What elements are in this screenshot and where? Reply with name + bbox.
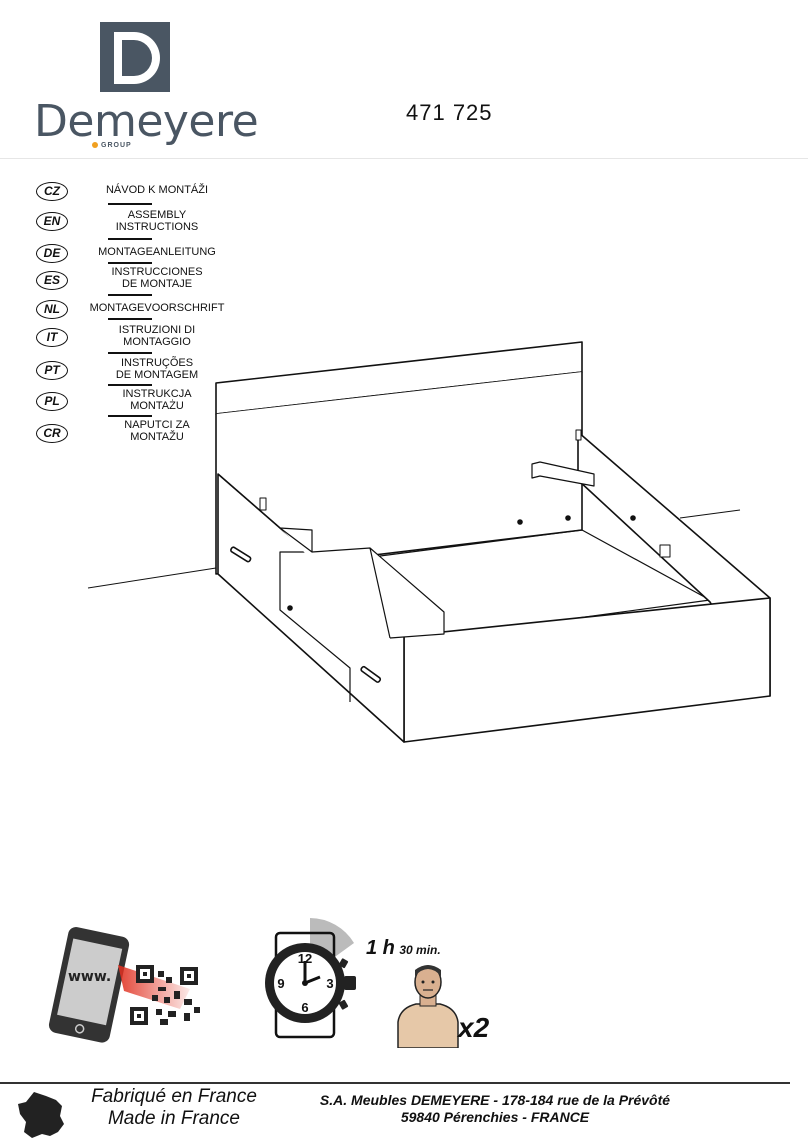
language-title: MONTAGEANLEITUNG	[98, 246, 216, 258]
language-badge: CR	[36, 424, 68, 443]
language-separator	[108, 294, 152, 296]
language-badge: CZ	[36, 182, 68, 201]
company-address: S.A. Meubles DEMEYERE - 178-184 rue de l…	[280, 1092, 710, 1126]
language-title: INSTRUKCJA MONTAŻU	[122, 388, 192, 412]
language-badge: ES	[36, 271, 68, 290]
language-badge: EN	[36, 212, 68, 231]
language-row-pt: PT INSTRUÇÕES DE MONTAGEM	[36, 357, 236, 383]
language-row-pl: PL INSTRUKCJA MONTAŻU	[36, 388, 236, 414]
brand-sub-label: GROUP	[101, 142, 132, 149]
language-badge: PT	[36, 361, 68, 380]
language-row-de: DE MONTAGEANLEITUNG	[36, 242, 236, 268]
header-divider	[0, 158, 808, 159]
bed-illustration	[87, 341, 771, 743]
language-badge: DE	[36, 244, 68, 263]
address-line-2: 59840 Pérenchies - FRANCE	[400, 1109, 590, 1125]
language-separator	[108, 238, 152, 240]
made-in-france-en: Made in France	[107, 1108, 240, 1129]
language-separator	[108, 318, 152, 320]
watch-number-9: 9	[277, 976, 284, 991]
demeyere-logo-mark	[100, 22, 170, 92]
made-in-france-fr: Fabriqué en France	[91, 1086, 257, 1107]
made-in-label: Fabriqué en France Made in France	[74, 1086, 274, 1130]
person-icon	[397, 965, 459, 1048]
language-row-en: EN ASSEMBLY INSTRUCTIONS	[36, 209, 236, 235]
watch-number-3: 3	[326, 976, 333, 991]
language-title: INSTRUÇÕES DE MONTAGEM	[115, 357, 199, 381]
watch-number-6: 6	[301, 1000, 308, 1015]
brand-dot-icon	[92, 142, 98, 149]
footer-divider	[0, 1082, 790, 1084]
language-row-cz: CZ NÁVOD K MONTÁŽI	[36, 180, 236, 206]
language-row-cr: CR NAPUTCI ZA MONTAŽU	[36, 419, 236, 445]
assembly-time: 1 h 30 min.	[366, 937, 441, 960]
france-map-icon	[18, 1092, 64, 1138]
product-reference: 471 725	[406, 100, 493, 125]
time-minutes: 30 min.	[399, 943, 441, 957]
language-separator	[108, 384, 152, 386]
brand-subtitle: GROUP	[92, 142, 132, 149]
language-separator	[108, 352, 152, 354]
language-separator	[108, 262, 152, 264]
language-badge: IT	[36, 328, 68, 347]
watch-number-12: 12	[298, 951, 312, 966]
language-title: ISTRUZIONI DI MONTAGGIO	[118, 324, 196, 348]
language-separator	[108, 415, 152, 417]
brand-name: Demeyere	[34, 96, 259, 147]
language-title: MONTAGEVOORSCHRIFT	[89, 302, 225, 314]
language-title: NAPUTCI ZA MONTAŽU	[124, 419, 190, 443]
language-separator	[108, 203, 152, 205]
language-badge: PL	[36, 392, 68, 411]
language-row-it: IT ISTRUZIONI DI MONTAGGIO	[36, 324, 236, 350]
time-hours: 1 h	[366, 937, 395, 959]
phone-www-text: www.	[68, 969, 111, 985]
language-row-es: ES INSTRUCCIONES DE MONTAJE	[36, 266, 236, 292]
language-title: ASSEMBLY INSTRUCTIONS	[115, 209, 199, 233]
phone-qr-icon: www.	[48, 927, 200, 1043]
watch-icon: 12 3 6 9	[265, 918, 356, 1039]
address-line-1: S.A. Meubles DEMEYERE - 178-184 rue de l…	[319, 1092, 671, 1108]
people-count: x2	[458, 1012, 490, 1043]
language-title: INSTRUCCIONES DE MONTAJE	[111, 266, 203, 290]
language-row-nl: NL MONTAGEVOORSCHRIFT	[36, 298, 236, 324]
language-badge: NL	[36, 300, 68, 319]
language-title: NÁVOD K MONTÁŽI	[105, 184, 209, 196]
